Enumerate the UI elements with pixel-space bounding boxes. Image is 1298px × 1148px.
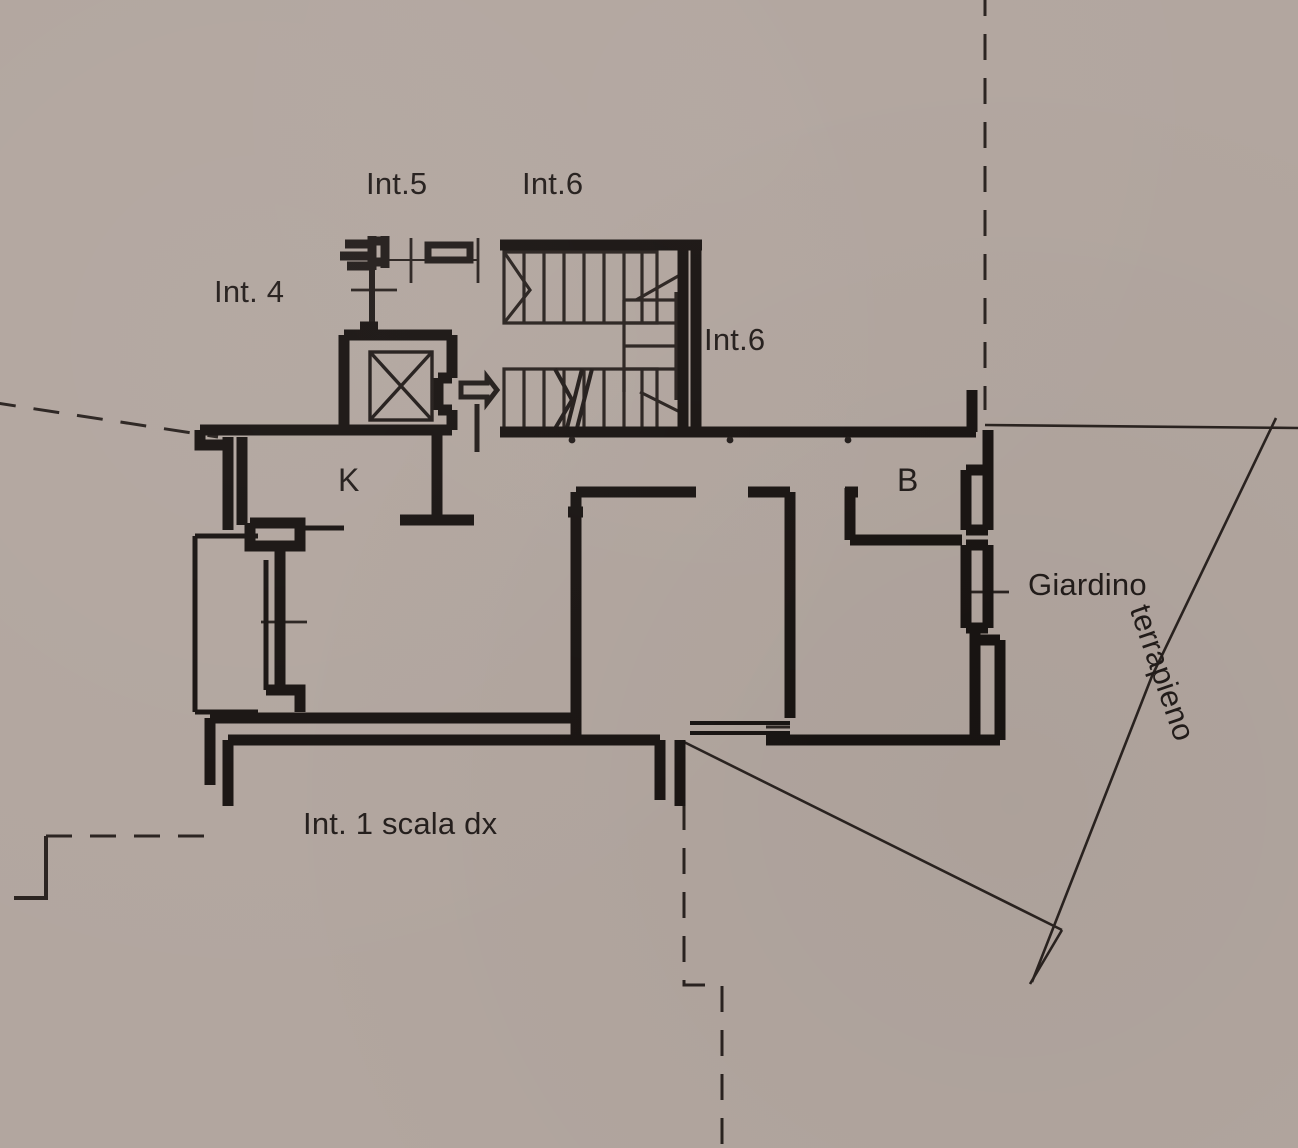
- site-lines: [683, 417, 1298, 985]
- interior-detail-lines: [568, 436, 852, 729]
- property-boundary-dashed: [0, 0, 987, 1148]
- window-opening-symbol: [424, 241, 474, 264]
- boundary-corner-bracket: [14, 836, 48, 900]
- structural-walls: [192, 239, 1006, 806]
- label-int-5: Int.5: [366, 166, 428, 201]
- label-int-6-right: Int.6: [704, 322, 766, 357]
- label-giardino: Giardino: [1028, 567, 1147, 602]
- label-int-6-top: Int.6: [522, 166, 584, 201]
- label-bathroom: B: [897, 462, 919, 498]
- entry-arrow-icon: [340, 236, 390, 271]
- label-kitchen: K: [338, 462, 360, 498]
- label-int-1-scala-dx: Int. 1 scala dx: [303, 806, 498, 841]
- elevator-shaft-icon: [368, 350, 434, 422]
- staircase: [502, 250, 683, 434]
- label-int-4: Int. 4: [214, 274, 285, 309]
- down-arrow-icon: [458, 369, 501, 452]
